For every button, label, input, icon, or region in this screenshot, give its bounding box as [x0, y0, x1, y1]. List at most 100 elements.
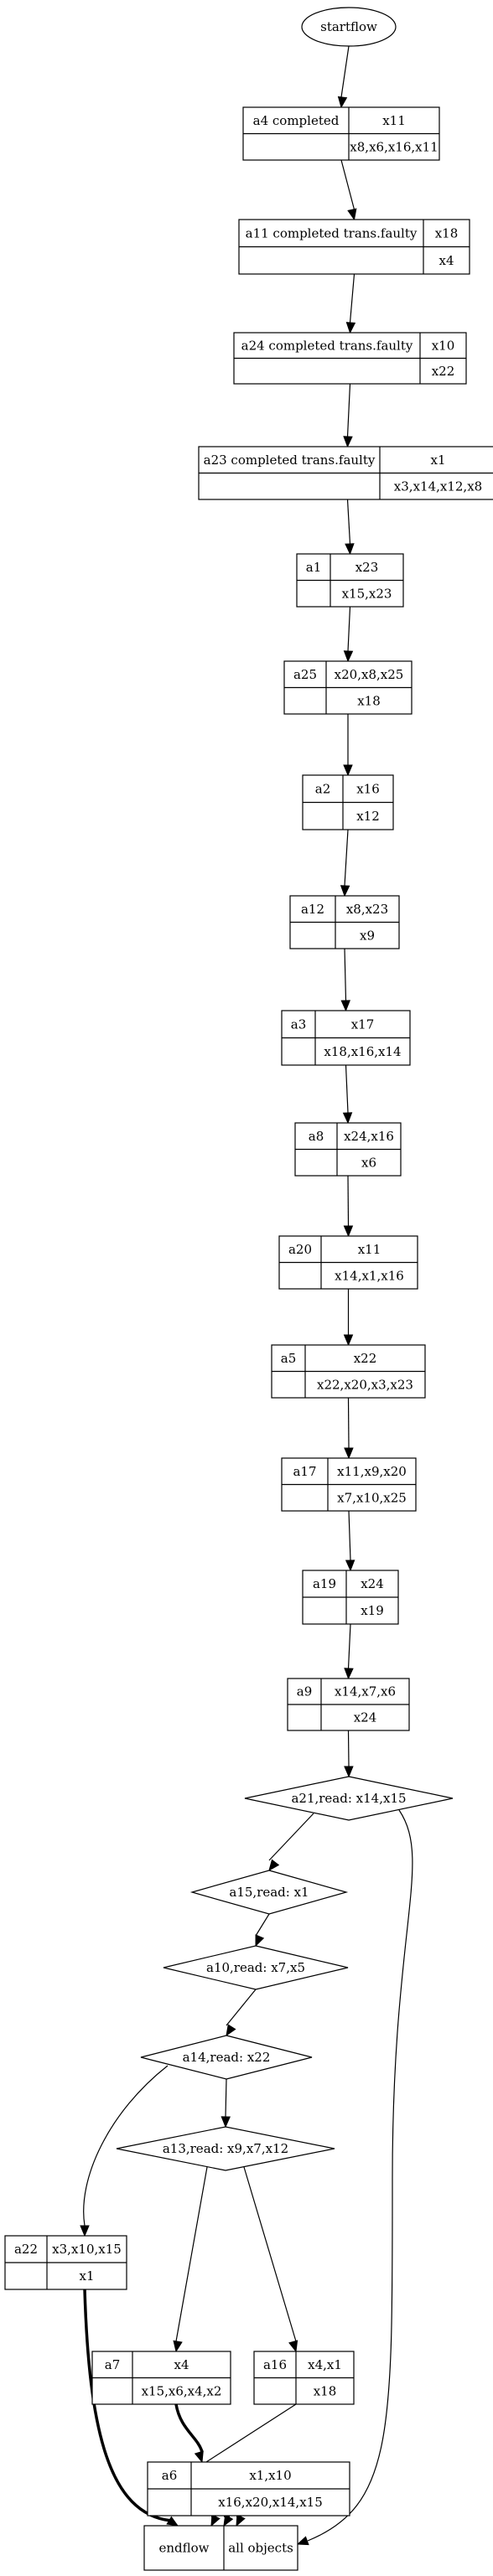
edge-a16-a6 — [205, 2403, 297, 2463]
record-a7-name: a7 — [105, 2357, 121, 2372]
record-a12-name: a12 — [301, 902, 324, 917]
end-frame — [143, 2525, 298, 2571]
edge-a6-end-1-arrow — [210, 2514, 221, 2527]
record-a5-name: a5 — [281, 1351, 297, 1366]
edge-a15-a10-arrow — [255, 1934, 265, 1948]
record-a3-top: x17 — [351, 1016, 375, 1032]
start-label: startflow — [320, 19, 377, 34]
record-a1-bottom: x15,x23 — [342, 586, 392, 601]
edge-a19-a9 — [347, 1623, 351, 1669]
edge-a24-a23 — [346, 383, 351, 437]
record-a8-bottom: x6 — [361, 1155, 376, 1170]
edge-a11-a24-arrow — [345, 322, 356, 334]
record-a24-bottom: x22 — [432, 364, 455, 379]
edge-a20-a5-arrow — [343, 1334, 354, 1347]
edge-a21-a15 — [268, 1813, 314, 1861]
record-a2: a2 x16 x12 — [302, 774, 394, 830]
decision-a10-diamond — [163, 1945, 349, 1990]
edge-a1-a25 — [347, 606, 351, 652]
record-a3-bottom: x18,x16,x14 — [324, 1044, 401, 1059]
record-a4-name: a4 completed — [253, 113, 340, 128]
decision-a15-diamond — [189, 1870, 349, 1915]
edge-a21-end-arrow — [296, 2536, 309, 2546]
record-a23-top: x1 — [430, 453, 445, 468]
record-a8-name: a8 — [309, 1129, 324, 1144]
record-a23: a23 completed trans.faulty x1 x3,x14,x12,x… — [198, 446, 493, 500]
record-a1-name: a1 — [306, 560, 322, 575]
decision-a21-diamond — [244, 1776, 454, 1821]
edge-a12-a3-arrow — [340, 1000, 350, 1012]
record-a12: a12 x8,x23 x9 — [289, 895, 400, 949]
edge-a22-end-arrow — [166, 2516, 179, 2527]
record-a11-name: a11 completed trans.faulty — [246, 225, 418, 241]
record-a12-top: x8,x23 — [346, 902, 388, 917]
record-a8: a8 x24,x16 x6 — [294, 1122, 402, 1177]
decision-a10-label: a10,read: x7,x5 — [206, 1960, 305, 1975]
edge-a21-end — [307, 1809, 413, 2542]
record-a9-top: x14,x7,x6 — [335, 1684, 396, 1699]
edge-a2-a12 — [344, 829, 349, 887]
edge-a2-a12-arrow — [340, 885, 350, 897]
record-a8-top: x24,x16 — [344, 1129, 394, 1144]
decision-a10: a10,read: x7,x5 — [163, 1945, 349, 1990]
edge-a13-a7 — [175, 2166, 208, 2342]
record-a23-name: a23 completed trans.faulty — [204, 453, 376, 468]
decision-a13: a13,read: x9,x7,x12 — [116, 2126, 335, 2171]
record-a6-top: x1,x10 — [249, 2468, 291, 2483]
record-a12-bottom: x9 — [360, 928, 375, 943]
edge-a19-a9-arrow — [344, 1668, 354, 1680]
edge-a13-a7-arrow — [173, 2340, 183, 2353]
record-a2-top: x16 — [356, 781, 380, 796]
record-a7-top: x4 — [174, 2357, 189, 2372]
edge-a14-a22 — [83, 2065, 169, 2227]
record-a16-top: x4,x1 — [308, 2357, 342, 2372]
record-a23-bottom: x3,x14,x12,x8 — [394, 478, 482, 494]
record-a11-bottom: x4 — [439, 253, 454, 268]
edge-a12-a3 — [344, 948, 347, 1001]
record-a5-bottom: x22,x20,x3,x23 — [317, 1377, 413, 1392]
edge-a14-a13-arrow — [221, 2116, 231, 2129]
decision-a15: a15,read: x1 — [189, 1870, 349, 1915]
record-a22-name: a22 — [14, 2242, 38, 2257]
edge-a10-a14 — [226, 1989, 257, 2026]
edge-a23-a1 — [346, 499, 351, 545]
edge-a6-end-3-arrow — [236, 2514, 246, 2527]
edge-a5-a17 — [347, 1397, 350, 1449]
edge-a7-a6 — [174, 2403, 204, 2453]
record-a4-bottom: x8,x6,x16,x11 — [350, 139, 438, 154]
edge-a5-a17-arrow — [344, 1447, 354, 1460]
edge-a1-a25-arrow — [343, 650, 354, 663]
edge-a25-a2-arrow — [343, 764, 353, 777]
start-node: startflow — [301, 7, 397, 47]
edge-a17-a19-arrow — [345, 1560, 355, 1572]
decision-a13-label: a13,read: x9,x7,x12 — [163, 2141, 288, 2156]
record-a4-top: x11 — [382, 113, 406, 128]
decision-a21-label: a21,read: x14,x15 — [291, 1791, 406, 1806]
record-a24-name: a24 completed trans.faulty — [241, 338, 413, 353]
record-a16-bottom: x18 — [314, 2383, 337, 2398]
edge-a9-a21 — [347, 1730, 350, 1767]
record-a2-bottom: x12 — [356, 809, 380, 824]
decision-a14-label: a14,read: x22 — [183, 2050, 271, 2065]
record-a20-top: x11 — [358, 1242, 381, 1257]
record-a17-name: a17 — [293, 1464, 316, 1479]
record-a16-name: a16 — [263, 2357, 287, 2372]
edge-a10-a14-arrow — [226, 2024, 236, 2037]
record-a6-bottom: x16,x20,x14,x15 — [218, 2495, 323, 2510]
decision-a13-diamond — [116, 2126, 335, 2171]
record-a2-name: a2 — [315, 781, 331, 796]
edge-a9-a21-arrow — [344, 1766, 354, 1778]
record-a25-name: a25 — [293, 667, 317, 682]
edge-start-a4-arrow — [337, 96, 348, 109]
